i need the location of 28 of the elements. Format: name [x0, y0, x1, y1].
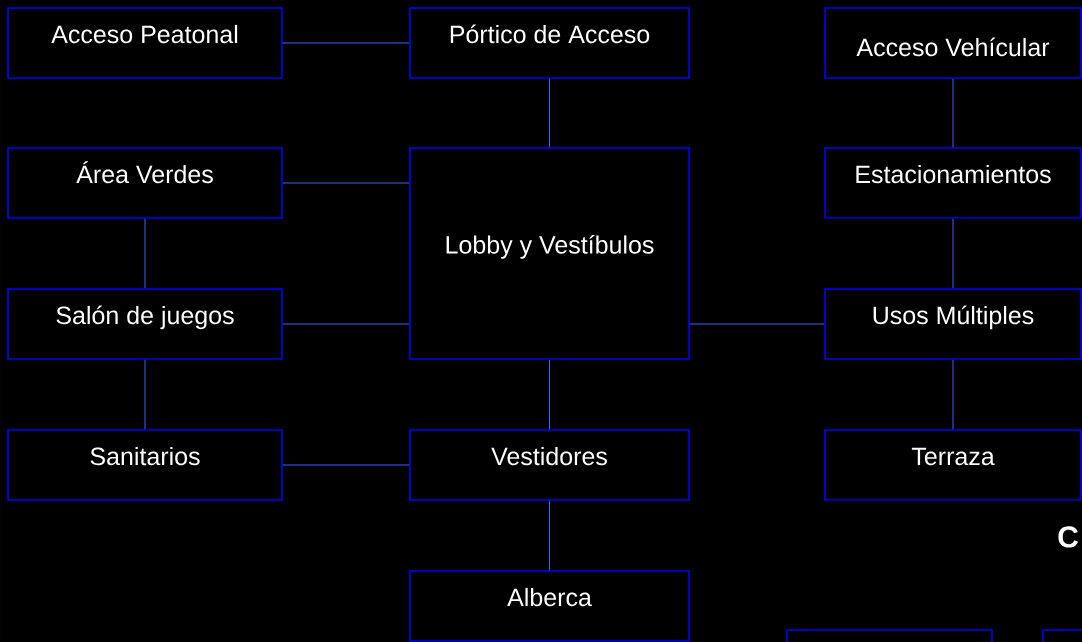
connector-line [282, 464, 410, 466]
box-outline [786, 629, 993, 642]
connector-line [689, 323, 825, 325]
connector-line [952, 78, 954, 148]
connector-line [549, 78, 550, 148]
room-box: Área Verdes [7, 147, 283, 219]
room-box: Usos Múltiples [824, 288, 1082, 360]
connector-line [144, 359, 146, 430]
room-box: Pórtico de Acceso [409, 7, 690, 79]
box-outline [1042, 629, 1082, 642]
heading-letter: C [1058, 526, 1079, 548]
room-box: Acceso Vehícular [824, 7, 1082, 79]
room-box: Sanitarios [7, 429, 283, 501]
connector-line [282, 42, 410, 44]
room-box: Alberca [409, 570, 690, 642]
connector-line [144, 218, 146, 289]
room-box: Estacionamientos [824, 147, 1082, 219]
room-box: Acceso Peatonal [7, 7, 283, 79]
connector-line [952, 359, 954, 430]
room-box: Vestidores [409, 429, 690, 501]
room-box: Salón de juegos [7, 288, 283, 360]
connector-line [282, 323, 410, 325]
connector-line [282, 182, 410, 184]
room-box: Lobby y Vestíbulos [409, 147, 690, 360]
connector-line [952, 218, 954, 289]
room-box: Terraza [824, 429, 1082, 501]
connector-line [549, 500, 550, 571]
connector-line [549, 359, 550, 430]
